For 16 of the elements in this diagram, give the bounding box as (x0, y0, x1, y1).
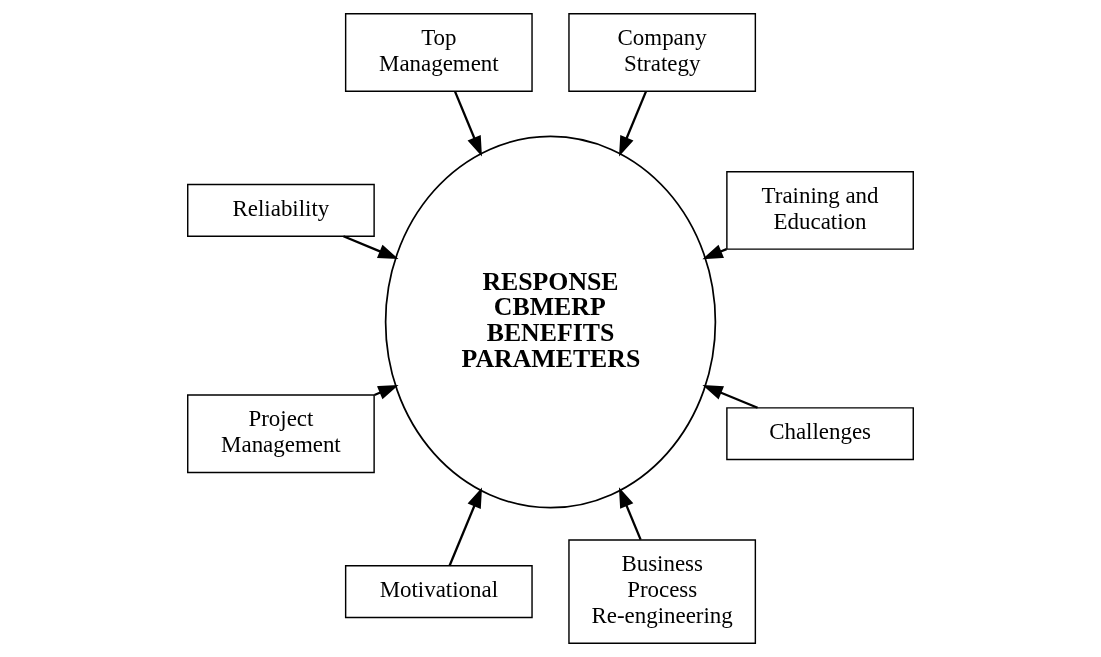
node-box: Reliability (187, 183, 375, 237)
arrow (454, 91, 482, 157)
node-box: Motivational (344, 565, 533, 619)
node-box: Training and Education (726, 170, 914, 250)
node-box: Top Management (344, 13, 533, 92)
node-box: Project Management (187, 394, 375, 474)
arrow (619, 91, 647, 157)
node-box: Company Strategy (568, 13, 757, 92)
arrow (343, 235, 399, 260)
node-box: Challenges (726, 407, 914, 461)
arrow (618, 487, 642, 541)
node-box: Business Process Re-engineering (568, 539, 757, 644)
arrow (702, 244, 727, 260)
arrow (448, 487, 482, 567)
arrow (374, 385, 399, 400)
arrow (702, 385, 758, 409)
